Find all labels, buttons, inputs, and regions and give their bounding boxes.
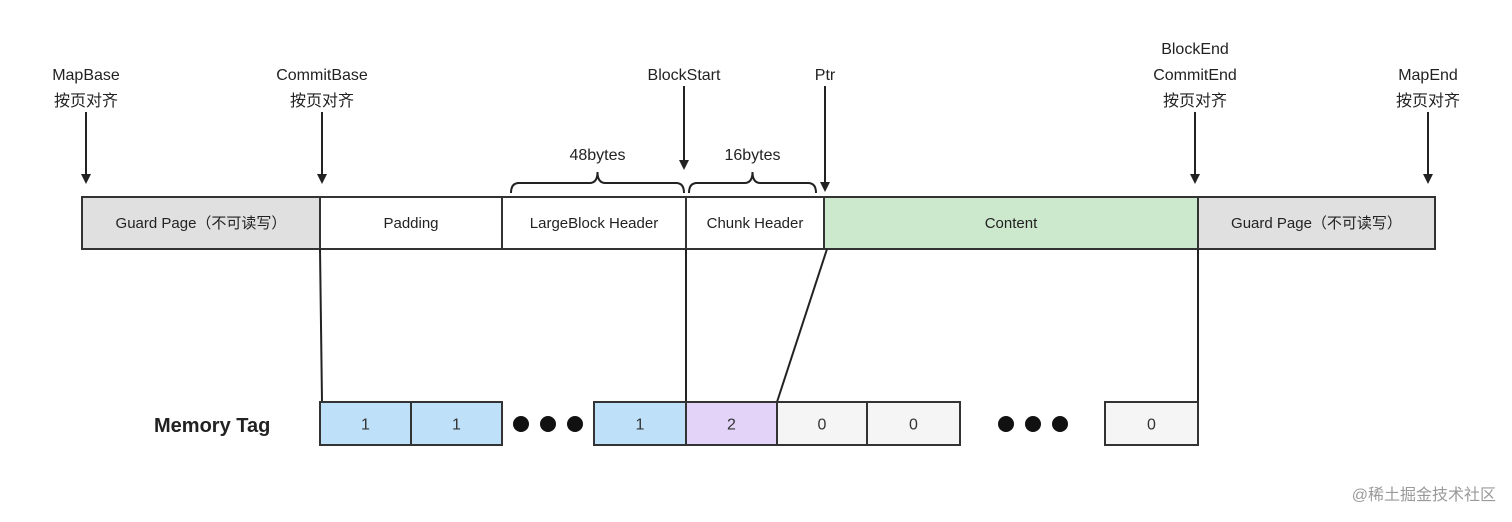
memory-tag-title: Memory Tag (154, 415, 270, 437)
segment-guard-left: Guard Page（不可读写） (81, 196, 321, 250)
segment-largeblock-header: LargeBlock Header (501, 196, 687, 250)
tag-cell-box (319, 401, 412, 446)
marker-mapend: MapEnd 按页对齐 (1396, 67, 1460, 184)
tag-cell-box (685, 401, 778, 446)
segment-box (81, 196, 321, 250)
tag-cell: 1 (593, 401, 687, 446)
tag-cell-value: 1 (361, 417, 370, 434)
segment-label: Padding (383, 215, 438, 232)
segment-label: Guard Page（不可读写） (1231, 215, 1402, 232)
ellipsis-dot (513, 416, 529, 432)
connector-line (319, 248, 323, 403)
marker-label: 按页对齐 (54, 92, 118, 110)
marker-label: 按页对齐 (290, 92, 354, 110)
segment-content: Content (823, 196, 1199, 250)
segment-label: Chunk Header (707, 215, 804, 232)
ellipsis-dot (1052, 416, 1068, 432)
marker-label: 按页对齐 (1396, 92, 1460, 110)
tag-cell-value: 0 (909, 417, 918, 434)
tag-cell-box (1104, 401, 1199, 446)
tag-cell: 0 (866, 401, 961, 446)
marker-label: MapEnd (1398, 67, 1458, 84)
curly-brace-icon (688, 171, 817, 194)
marker-label: BlockEnd (1161, 41, 1229, 58)
watermark: @稀土掘金技术社区 (1352, 486, 1496, 504)
tag-cell-value: 2 (727, 417, 736, 434)
marker-blockstart: BlockStart (648, 67, 721, 170)
segment-box (823, 196, 1199, 250)
tag-cell-value: 0 (1147, 417, 1156, 434)
markers: MapBase 按页对齐 CommitBase 按页对齐 BlockStart Ptr Bl… (52, 41, 1460, 192)
segment-guard-right: Guard Page（不可读写） (1197, 196, 1436, 250)
tag-cell-box (410, 401, 503, 446)
ellipsis-dot (1025, 416, 1041, 432)
segment-box (1197, 196, 1436, 250)
ellipsis-dots-2 (998, 416, 1068, 432)
ellipsis-dot (540, 416, 556, 432)
brace-largeblock-header: 48bytes (510, 147, 685, 194)
memory-tag-row: 1 1 1 2 0 0 0 (319, 401, 1199, 446)
marker-label: 按页对齐 (1163, 92, 1227, 110)
segment-label: Guard Page（不可读写） (116, 215, 287, 232)
tag-cell-value: 1 (452, 417, 461, 434)
brace-label: 16bytes (724, 147, 780, 164)
connector-line (776, 248, 828, 403)
marker-label: BlockStart (648, 67, 721, 84)
marker-label: MapBase (52, 67, 120, 84)
tag-connectors (319, 248, 1199, 403)
segment-chunk-header: Chunk Header (685, 196, 825, 250)
segment-label: Content (985, 215, 1038, 232)
tag-cell-value: 0 (818, 417, 827, 434)
tag-cell: 2 (685, 401, 778, 446)
size-braces: 48bytes 16bytes (510, 147, 817, 194)
marker-commitbase: CommitBase 按页对齐 (276, 67, 368, 184)
brace-label: 48bytes (569, 147, 625, 164)
tag-cell: 1 (410, 401, 503, 446)
marker-label: CommitBase (276, 67, 368, 84)
memory-bar: Guard Page（不可读写） Padding LargeBlock Header… (81, 196, 1436, 250)
segment-label: LargeBlock Header (530, 215, 658, 232)
tag-cell-value: 1 (636, 417, 645, 434)
ellipsis-dot (567, 416, 583, 432)
marker-mapbase: MapBase 按页对齐 (52, 67, 120, 184)
ellipsis-dot (998, 416, 1014, 432)
tag-cell: 0 (776, 401, 868, 446)
segment-box (685, 196, 825, 250)
segment-padding: Padding (319, 196, 503, 250)
marker-label: Ptr (815, 67, 836, 84)
tag-cell: 0 (1104, 401, 1199, 446)
marker-label: CommitEnd (1153, 67, 1237, 84)
curly-brace-icon (510, 171, 685, 194)
tag-cell: 1 (319, 401, 412, 446)
tag-cell-box (866, 401, 961, 446)
brace-chunk-header: 16bytes (688, 147, 817, 194)
ellipsis-dots-1 (513, 416, 583, 432)
marker-ptr: Ptr (815, 67, 836, 192)
